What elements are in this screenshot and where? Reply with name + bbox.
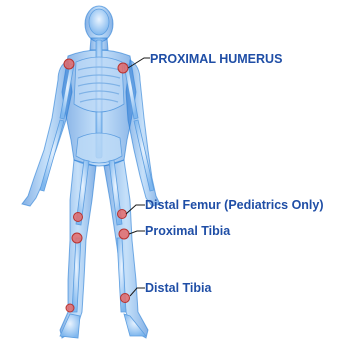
marker-distal-tibia-left <box>66 304 74 312</box>
marker-distal-femur-left <box>74 213 83 222</box>
marker-proximal-tibia-left <box>72 233 82 243</box>
label-proximal-tibia: Proximal Tibia <box>145 224 230 238</box>
marker-distal-femur-right <box>118 210 127 219</box>
marker-proximal-humerus-right <box>118 63 128 73</box>
marker-proximal-tibia-right <box>119 229 129 239</box>
marker-proximal-humerus-left <box>64 59 74 69</box>
label-distal-femur: Distal Femur (Pediatrics Only) <box>145 198 324 212</box>
label-proximal-humerus: PROXIMAL HUMERUS <box>150 52 282 66</box>
label-distal-tibia: Distal Tibia <box>145 281 211 295</box>
marker-distal-tibia-right <box>121 294 130 303</box>
